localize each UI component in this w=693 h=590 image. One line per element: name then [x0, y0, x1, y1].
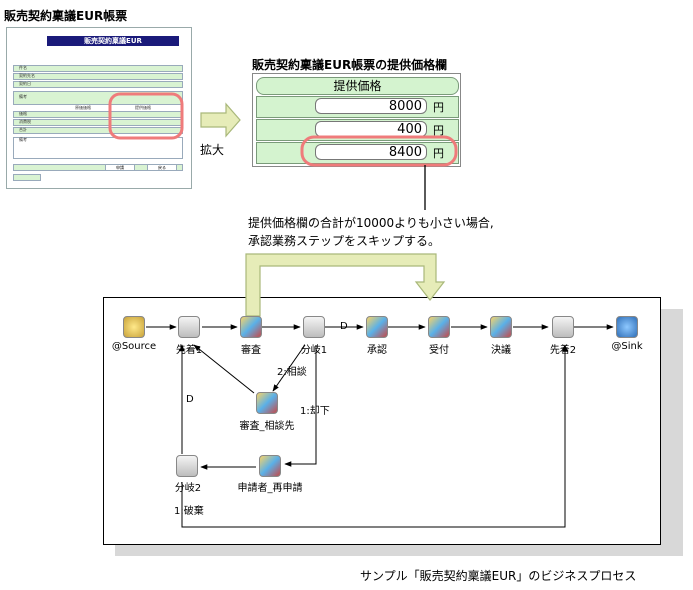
- callout-line-1: 提供価格欄の合計が10000よりも小さい場合,: [248, 216, 494, 230]
- edge-label: 1:却下: [300, 406, 330, 417]
- mini-back-button: 戻る: [147, 164, 177, 171]
- activity-icon[interactable]: [428, 316, 450, 338]
- mini-col-header: 提供価格: [135, 105, 151, 110]
- skip-arrow: [245, 253, 446, 317]
- mini-highlight: [108, 92, 184, 140]
- callout-line-2: 承認業務ステップをスキップする。: [248, 234, 441, 248]
- branch-icon[interactable]: [176, 455, 198, 477]
- mini-label: 価格: [19, 111, 27, 116]
- mini-label: 消費税: [19, 119, 31, 124]
- currency-label: 円: [433, 147, 444, 160]
- node-label: 決議: [491, 345, 511, 356]
- mini-col-header: 原価価格: [75, 105, 91, 110]
- mini-label: 備考: [19, 94, 27, 99]
- node-label: 審査_相談先: [239, 421, 295, 432]
- activity-icon[interactable]: [240, 316, 262, 338]
- mini-label: 契約先名: [19, 73, 35, 78]
- node-label: @Source: [111, 341, 157, 352]
- merge-icon[interactable]: [552, 316, 574, 338]
- currency-label: 円: [433, 124, 444, 137]
- left-title: 販売契約稟議EUR帳票: [4, 9, 128, 23]
- node-label: 先着2: [549, 345, 577, 356]
- mini-label: 件名: [19, 65, 27, 70]
- activity-icon[interactable]: [256, 392, 278, 414]
- mini-apply-button: 申請: [105, 164, 135, 171]
- node-label: 先着1: [175, 345, 203, 356]
- node-label: @Sink: [611, 341, 643, 352]
- caption: サンプル「販売契約稟議EUR」のビジネスプロセス: [360, 569, 637, 583]
- mini-form-header: 販売契約稟議EUR: [47, 36, 179, 46]
- price-row: 8400 円: [256, 142, 459, 164]
- source-icon[interactable]: [123, 316, 145, 338]
- node-label: 分岐1: [300, 345, 328, 356]
- flow-connectors: [146, 324, 614, 528]
- activity-icon[interactable]: [490, 316, 512, 338]
- process-frame: [103, 297, 661, 545]
- currency-label: 円: [433, 101, 444, 114]
- mini-label: 備考: [19, 137, 27, 142]
- zoom-arrow: [200, 102, 241, 138]
- node-label: 受付: [429, 345, 449, 356]
- merge-icon[interactable]: [178, 316, 200, 338]
- node-label: 分岐2: [174, 483, 202, 494]
- node-label: 承認: [367, 345, 387, 356]
- price-value: 8400: [315, 144, 427, 160]
- sink-icon[interactable]: [616, 316, 638, 338]
- node-label: 申請者_再申請: [237, 483, 303, 494]
- edge-label: 2:相談: [277, 367, 307, 378]
- mini-label: 合計: [19, 127, 27, 132]
- price-panel-header: 提供価格: [256, 77, 459, 95]
- mini-form-thumbnail: 販売契約稟議EUR 件名 契約先名 契約日 備考 価格 消費税 合計 備考 原価…: [6, 27, 192, 189]
- zoom-title: 販売契約稟議EUR帳票の提供価格欄: [252, 58, 448, 72]
- branch-icon[interactable]: [303, 316, 325, 338]
- zoom-label: 拡大: [200, 143, 225, 157]
- edge-label: D: [340, 321, 348, 332]
- price-value: 8000: [315, 98, 427, 114]
- edge-label: D: [186, 394, 194, 405]
- edge-label: 1:破棄: [174, 506, 204, 517]
- mini-label: 契約日: [19, 81, 31, 86]
- total-highlight: [300, 135, 458, 167]
- activity-icon[interactable]: [366, 316, 388, 338]
- activity-icon[interactable]: [259, 455, 281, 477]
- price-row: 8000 円: [256, 96, 459, 118]
- node-label: 審査: [241, 345, 261, 356]
